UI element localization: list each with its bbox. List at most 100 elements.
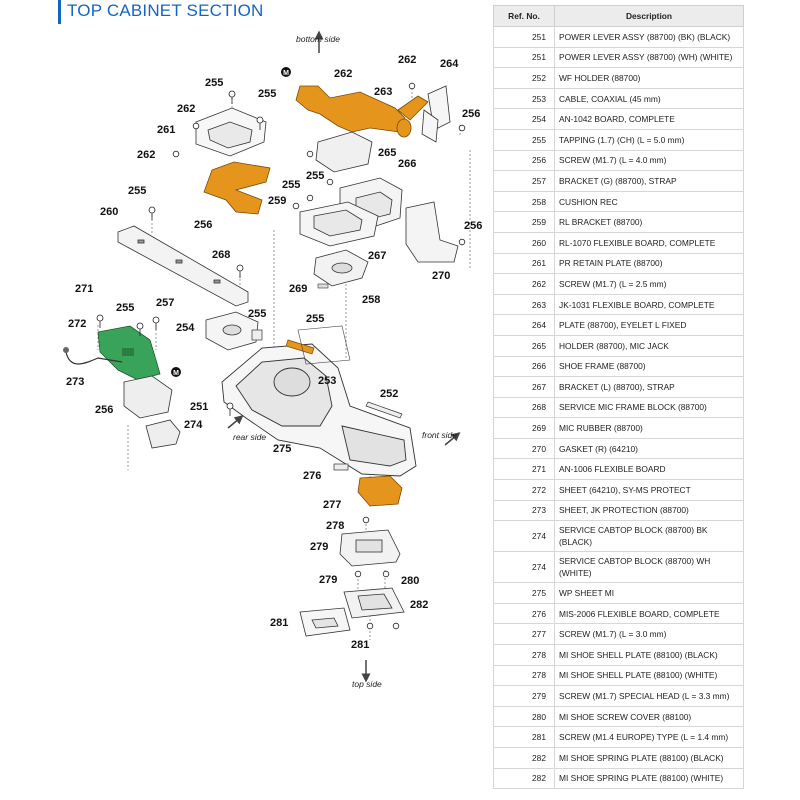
part-description: SERVICE CABTOP BLOCK (88700) WH (WHITE) — [554, 551, 744, 584]
part-ref-number: 254 — [493, 108, 555, 130]
marker-m-icon: M — [171, 367, 181, 377]
part-description: BRACKET (L) (88700), STRAP — [554, 376, 744, 398]
part-description: RL BRACKET (88700) — [554, 211, 744, 233]
callout-labels: 262 264 262 263 255 255 256 262 261 265 … — [66, 54, 482, 651]
part-description: RL-1070 FLEXIBLE BOARD, COMPLETE — [554, 231, 744, 254]
direction-label-front: front side — [422, 430, 457, 440]
part-ref-number: 253 — [493, 87, 555, 110]
power-lever-251 — [123, 375, 181, 449]
callout-label: 278 — [326, 520, 344, 532]
column-header-description: Description — [554, 5, 744, 27]
callout-label: 260 — [100, 206, 118, 218]
callout-label: 255 — [282, 179, 300, 191]
page-title: TOP CABINET SECTION — [67, 1, 264, 20]
part-description: PR RETAIN PLATE (88700) — [554, 252, 744, 275]
marker-m-icon: M — [281, 67, 291, 77]
mis-flex-board-276 — [357, 475, 403, 507]
screw-icon — [306, 150, 314, 158]
part-description: SCREW (M1.7) SPECIAL HEAD (L = 3.3 mm) — [554, 685, 744, 707]
part-description: TAPPING (1.7) (CH) (L = 5.0 mm) — [554, 128, 744, 151]
callout-label: 262 — [334, 68, 352, 80]
callout-label: 281 — [351, 639, 369, 651]
part-description: SHOE FRAME (88700) — [554, 355, 744, 378]
front-arrow-icon — [444, 432, 461, 446]
callout-label: 256 — [194, 219, 212, 231]
part-ref-number: 260 — [493, 231, 555, 254]
callout-label: 273 — [66, 376, 84, 388]
screw-icon — [362, 516, 370, 524]
part-ref-number: 278 — [493, 664, 555, 687]
part-description: WF HOLDER (88700) — [554, 67, 744, 89]
part-ref-number: 257 — [493, 170, 555, 192]
screw-set — [96, 82, 466, 630]
part-ref-number: 270 — [493, 437, 555, 460]
part-description: MI SHOE SCREW COVER (88100) — [554, 705, 744, 728]
callout-label: 270 — [432, 270, 450, 282]
screw-icon — [382, 570, 390, 578]
screw-icon — [256, 116, 264, 130]
callout-label: 265 — [378, 147, 396, 159]
part-ref-number: 255 — [493, 128, 555, 151]
mic-rubber-269 — [313, 249, 369, 287]
sheet-272 — [297, 325, 351, 365]
callout-label: 280 — [401, 575, 419, 587]
wp-sheet-275 — [333, 463, 349, 471]
part-description: MI SHOE SHELL PLATE (88100) (WHITE) — [554, 664, 744, 687]
part-ref-number: 252 — [493, 67, 555, 89]
callout-label: 256 — [464, 220, 482, 232]
part-ref-number: 251 — [493, 26, 555, 48]
callout-label: 259 — [268, 195, 286, 207]
mic-frame-block-268 — [299, 201, 379, 247]
part-ref-number: 274 — [493, 551, 555, 584]
callout-label: 268 — [212, 249, 230, 261]
part-description: BRACKET (G) (88700), STRAP — [554, 170, 744, 192]
part-ref-number: 275 — [493, 582, 555, 604]
screw-icon — [354, 570, 362, 578]
strap-bracket-257 — [205, 311, 259, 351]
part-description: MI SHOE SPRING PLATE (88100) (WHITE) — [554, 767, 744, 790]
flex-board-271 — [285, 339, 315, 355]
callout-label: 254 — [176, 322, 195, 334]
part-description: MI SHOE SPRING PLATE (88100) (BLACK) — [554, 747, 744, 769]
callout-label: 252 — [380, 388, 398, 400]
part-description: SCREW (M1.7) (L = 4.0 mm) — [554, 149, 744, 172]
flex-board-263 — [295, 85, 429, 138]
part-ref-number: 259 — [493, 211, 555, 233]
part-description: SCREW (M1.7) (L = 3.0 mm) — [554, 623, 744, 646]
screw-icon — [408, 82, 416, 90]
screw-icon — [366, 622, 374, 630]
callout-label: 277 — [323, 499, 341, 511]
screw-icon — [326, 178, 334, 186]
section-title-bar: TOP CABINET SECTION — [58, 0, 299, 24]
part-description: SERVICE CABTOP BLOCK (88700) BK (BLACK) — [554, 520, 744, 553]
part-ref-number: 261 — [493, 252, 555, 275]
part-description: CABLE, COAXIAL (45 mm) — [554, 87, 744, 110]
callout-label: 271 — [75, 283, 93, 295]
part-ref-number: 280 — [493, 705, 555, 728]
part-description: SERVICE MIC FRAME BLOCK (88700) — [554, 396, 744, 419]
svg-text:M: M — [283, 70, 289, 77]
callout-label: 257 — [156, 297, 174, 309]
callout-label: 266 — [398, 158, 416, 170]
part-description: JK-1031 FLEXIBLE BOARD, COMPLETE — [554, 293, 744, 316]
gasket-270 — [317, 283, 329, 289]
part-description: MI SHOE SHELL PLATE (88100) (BLACK) — [554, 644, 744, 666]
callout-label: 272 — [68, 318, 86, 330]
callout-label: 262 — [137, 149, 155, 161]
part-ref-number: 278 — [493, 644, 555, 666]
callout-label: 255 — [306, 313, 324, 325]
